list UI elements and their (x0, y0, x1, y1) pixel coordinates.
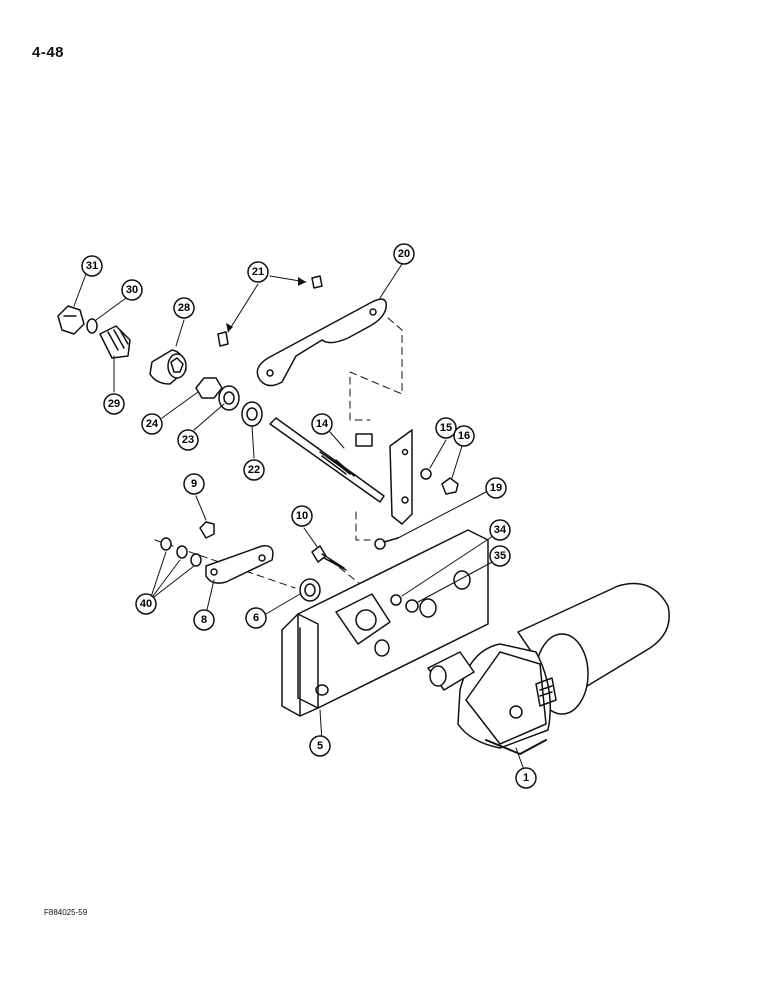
svg-text:14: 14 (316, 418, 329, 430)
part-crank-arm (205, 545, 274, 584)
leader-arrowheads (226, 277, 306, 332)
part-mounting-bracket (281, 529, 489, 717)
callout-15: 15 (435, 417, 457, 439)
part-shaft-bracket (269, 417, 413, 525)
figure-id: F884025-59 (44, 908, 88, 917)
svg-text:20: 20 (398, 248, 410, 260)
part-link-arm (256, 298, 387, 387)
svg-text:23: 23 (182, 434, 194, 446)
svg-text:16: 16 (458, 430, 470, 442)
callout-24: 24 (141, 413, 163, 435)
svg-text:5: 5 (317, 740, 323, 752)
part-washers-40 (160, 537, 202, 567)
svg-text:21: 21 (252, 266, 264, 278)
callout-34: 34 (489, 519, 511, 541)
part-lock-washer (218, 385, 240, 411)
callout-20: 20 (393, 243, 415, 265)
svg-text:9: 9 (191, 478, 197, 490)
callout-16: 16 (453, 425, 475, 447)
callout-31: 31 (81, 255, 103, 277)
svg-text:8: 8 (201, 614, 207, 626)
part-washer-6 (299, 578, 321, 602)
page-number: 4-48 (32, 44, 65, 61)
callout-10: 10 (291, 505, 313, 527)
part-screw-19 (374, 537, 399, 550)
callout-40: 40 (135, 593, 157, 615)
callout-19: 19 (485, 477, 507, 499)
svg-text:31: 31 (86, 260, 98, 272)
part-nut-9 (199, 521, 215, 539)
callout-29: 29 (103, 393, 125, 415)
part-hex-nut (195, 377, 223, 399)
part-bolt-10 (311, 545, 347, 571)
svg-text:29: 29 (108, 398, 120, 410)
part-washer-small (86, 318, 98, 334)
callout-30: 30 (121, 279, 143, 301)
part-flat-washer (241, 401, 263, 427)
svg-text:19: 19 (490, 482, 502, 494)
part-nut-35 (405, 599, 419, 613)
svg-text:24: 24 (146, 418, 159, 430)
part-nut-15 (420, 468, 432, 480)
part-wiper-motor (427, 582, 670, 755)
svg-text:35: 35 (494, 550, 506, 562)
callout-8: 8 (193, 609, 215, 631)
svg-text:34: 34 (494, 524, 507, 536)
part-spacer (149, 349, 187, 385)
svg-text:10: 10 (296, 510, 308, 522)
callout-21: 21 (247, 261, 269, 283)
callout-22: 22 (243, 459, 265, 481)
svg-text:30: 30 (126, 284, 138, 296)
part-knob (99, 325, 131, 359)
callout-9: 9 (183, 473, 205, 495)
part-clips (217, 275, 323, 347)
part-stud (355, 433, 373, 447)
svg-text:1: 1 (523, 772, 529, 784)
callout-35: 35 (489, 545, 511, 567)
svg-text:6: 6 (253, 612, 259, 624)
callout-14: 14 (311, 413, 333, 435)
callout-23: 23 (177, 429, 199, 451)
callout-28: 28 (173, 297, 195, 319)
callouts: 31 30 28 29 24 23 22 21 20 14 15 16 19 9… (81, 243, 537, 789)
svg-text:40: 40 (140, 598, 152, 610)
callout-6: 6 (245, 607, 267, 629)
part-cap-nut (57, 305, 85, 335)
leader-lines (73, 263, 525, 771)
svg-text:15: 15 (440, 422, 452, 434)
svg-text:28: 28 (178, 302, 190, 314)
svg-text:22: 22 (248, 464, 260, 476)
callout-1: 1 (515, 767, 537, 789)
callout-5: 5 (309, 735, 331, 757)
part-washer-34 (390, 594, 402, 606)
part-nut-16 (441, 477, 459, 495)
